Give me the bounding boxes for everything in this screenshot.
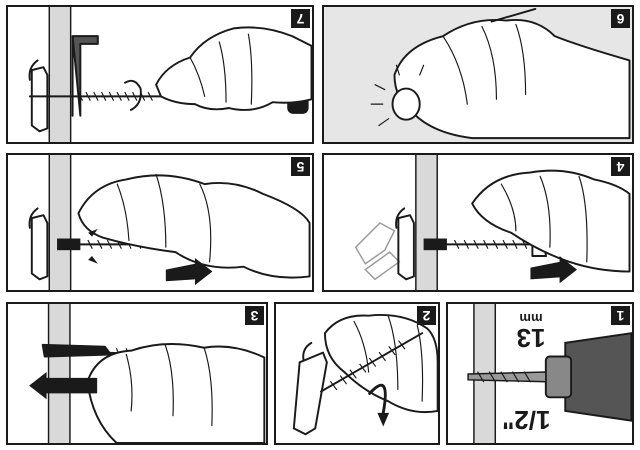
anchor-collar — [423, 238, 447, 251]
step-number-badge: 3 — [245, 306, 264, 325]
drill-bit-flutes — [477, 371, 531, 383]
fold-arrow-curve — [368, 383, 387, 415]
toggle-wing — [397, 214, 415, 281]
ghost-toggle — [354, 222, 396, 265]
hand-fingers — [500, 175, 588, 263]
tool-tip — [490, 7, 537, 23]
wall-section — [48, 7, 72, 142]
pull-arrow — [165, 257, 213, 286]
insert-arrow — [29, 372, 98, 400]
hand — [86, 343, 266, 443]
drill-body — [564, 332, 632, 422]
step-6-illustration — [370, 7, 631, 140]
metric-size-unit: mm — [519, 311, 543, 326]
wall-section — [48, 155, 72, 290]
hand — [155, 26, 312, 111]
mounting-bracket — [71, 35, 99, 117]
imperial-size-label: 1/2" — [502, 405, 551, 435]
step-6-panel: 6 — [322, 5, 634, 144]
hand — [77, 174, 311, 279]
strap-ribs — [454, 239, 528, 249]
step-1-illustration — [467, 304, 632, 443]
pull-arrow — [530, 256, 578, 284]
step-5-illustration — [28, 155, 311, 290]
step-number-badge: 7 — [291, 9, 310, 28]
metric-size-label: 13 mm — [506, 311, 556, 353]
step-4-panel: 4 — [322, 153, 634, 292]
toggle-wing — [292, 351, 328, 436]
snap-lines — [370, 64, 425, 127]
bolt-thread — [77, 91, 153, 101]
wall-section — [47, 304, 71, 443]
anchor-clip — [28, 207, 39, 229]
drill-bit — [467, 371, 547, 383]
toggle-wing — [30, 214, 49, 281]
anchor-clip — [302, 341, 313, 362]
toggle-wing — [30, 66, 49, 133]
metric-size-value: 13 — [516, 323, 546, 353]
ghost-toggle-lower — [364, 251, 401, 281]
step-number-badge: 5 — [291, 157, 310, 176]
anchor-clip — [28, 59, 39, 81]
strap — [320, 332, 424, 393]
step-3-panel: 3 — [6, 302, 268, 445]
hand-fingers — [116, 173, 212, 263]
hand-fingers — [189, 33, 253, 105]
step-4-illustration — [354, 155, 631, 290]
step-5-panel: 5 — [6, 153, 314, 292]
strap-ribs — [330, 340, 406, 391]
hand — [393, 19, 631, 140]
hand-fingers — [442, 23, 527, 105]
anchor-cap — [391, 87, 421, 121]
rotation-arrow — [124, 79, 142, 111]
step-number-badge: 4 — [611, 157, 630, 176]
drill-chuck — [544, 355, 573, 399]
step-1-panel: 13 mm 1/2" 1 — [446, 302, 634, 445]
step-3-illustration — [29, 304, 266, 443]
step-7-panel: 7 — [6, 5, 314, 144]
wall-section — [415, 155, 438, 290]
hand — [471, 169, 631, 273]
fold-arrow-head — [377, 412, 390, 427]
step-2-panel: 2 — [274, 302, 440, 445]
step-7-illustration — [28, 7, 312, 142]
step-number-badge: 6 — [611, 9, 630, 28]
hand-fingers — [125, 344, 213, 427]
squeeze-arrow-top — [88, 228, 98, 237]
toggle-channel — [41, 343, 112, 358]
step-2-illustration — [292, 314, 438, 436]
hand — [323, 314, 438, 414]
anchor-clip — [395, 207, 406, 229]
step-number-badge: 1 — [611, 306, 630, 325]
step-number-badge: 2 — [417, 306, 436, 325]
anchor-collar — [57, 238, 81, 251]
squeeze-arrow-bottom — [88, 256, 98, 264]
